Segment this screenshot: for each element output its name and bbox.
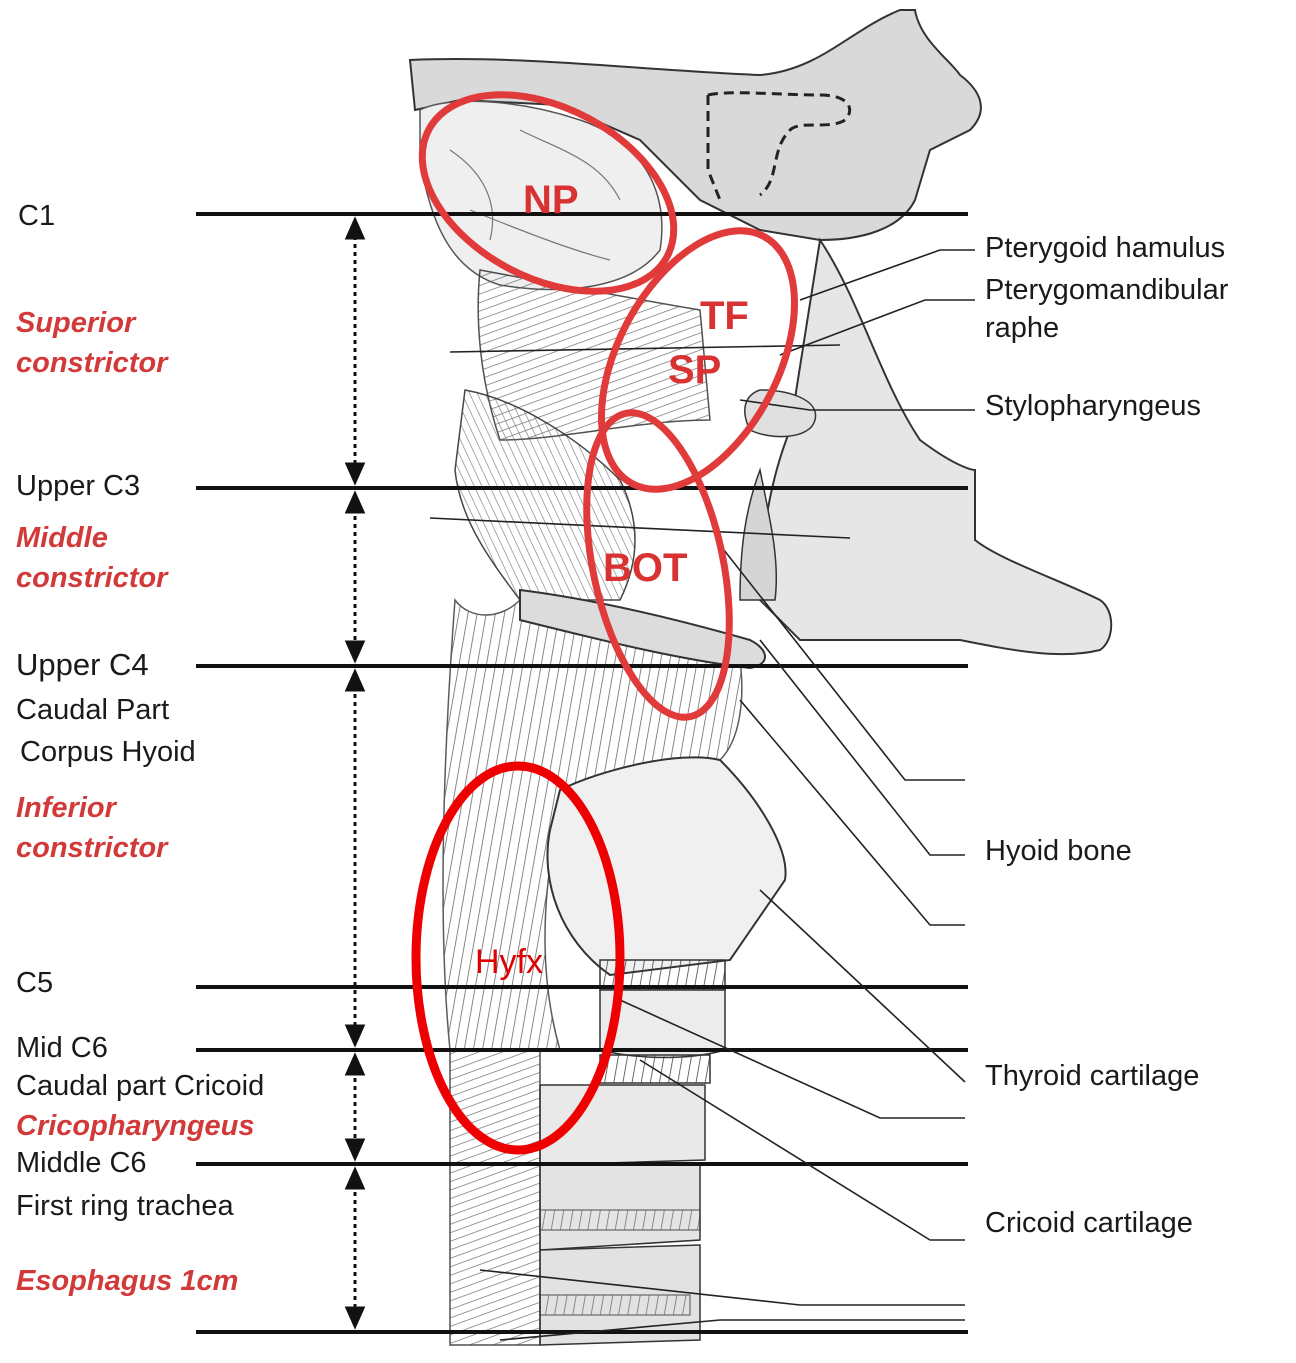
label-middle-c6: Middle C6 (16, 1145, 147, 1183)
label-cricoid-cartilage: Cricoid cartilage (985, 1205, 1193, 1243)
label-thyroid-cartilage: Thyroid cartilage (985, 1058, 1199, 1096)
label-stylopharyngeus: Stylopharyngeus (985, 388, 1201, 426)
label-superior-constrictor-2: constrictor (16, 345, 167, 383)
label-c1: C1 (18, 198, 55, 236)
label-upper-c4: Upper C4 (16, 645, 149, 685)
label-hyoid-bone: Hyoid bone (985, 833, 1132, 871)
esophagus-muscle (450, 1050, 540, 1345)
label-caudal-part: Caudal Part (16, 692, 169, 730)
label-middle-constrictor-1: Middle (16, 520, 108, 558)
label-pterygomandibular-2: raphe (985, 310, 1059, 348)
region-label-np: NP (523, 180, 579, 220)
label-inferior-constrictor-1: Inferior (16, 790, 116, 828)
label-first-ring-trachea: First ring trachea (16, 1188, 234, 1226)
label-mid-c6: Mid C6 (16, 1030, 108, 1068)
label-pterygoid-hamulus: Pterygoid hamulus (985, 230, 1225, 268)
label-cricopharyngeus: Cricopharyngeus (16, 1108, 255, 1146)
region-label-hyfx: Hyfx (475, 945, 543, 979)
label-caudal-part-cricoid: Caudal part Cricoid (16, 1068, 264, 1106)
label-c5: C5 (16, 965, 53, 1003)
region-label-bot: BOT (603, 548, 687, 588)
label-pterygomandibular-1: Pterygomandibular (985, 272, 1228, 310)
region-label-tf: TF (700, 296, 749, 336)
span-arrows (347, 220, 363, 1326)
label-esophagus: Esophagus 1cm (16, 1263, 238, 1301)
thyroid-cartilage-shape (548, 757, 786, 975)
label-middle-constrictor-2: constrictor (16, 560, 167, 598)
region-label-sp: SP (668, 350, 721, 390)
label-upper-c3: Upper C3 (16, 468, 140, 506)
label-inferior-constrictor-2: constrictor (16, 830, 167, 868)
label-superior-constrictor-1: Superior (16, 305, 135, 343)
label-corpus-hyoid: Corpus Hyoid (20, 734, 196, 772)
